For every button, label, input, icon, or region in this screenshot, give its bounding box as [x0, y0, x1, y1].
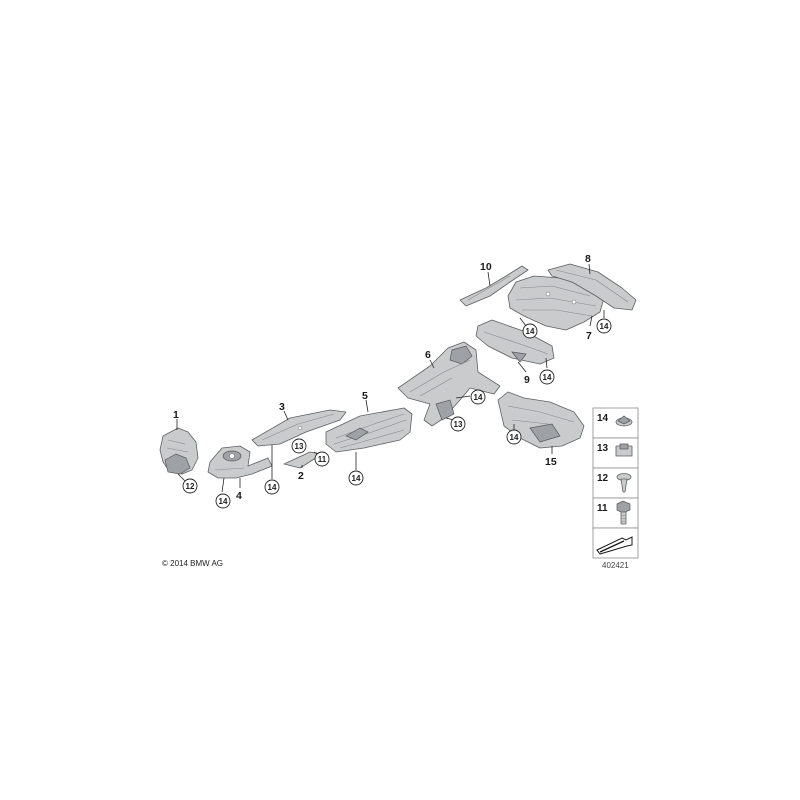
callout-14-part5: 14	[348, 470, 364, 486]
svg-text:14: 14	[219, 497, 228, 506]
part-label-8: 8	[585, 253, 591, 265]
part-label-9: 9	[524, 374, 530, 386]
callout-14-part4: 14	[215, 493, 231, 509]
svg-text:14: 14	[268, 483, 277, 492]
callout-14-part9b: 14	[539, 369, 555, 385]
part-5-heat-shield	[325, 407, 413, 453]
callout-14-part8: 14	[596, 318, 612, 334]
part-label-15: 15	[545, 456, 557, 468]
part-label-3: 3	[279, 401, 285, 413]
svg-text:14: 14	[526, 327, 535, 336]
legend-number-12: 12	[597, 473, 609, 484]
part-1-heat-shield	[159, 427, 199, 475]
callout-14-part15: 14	[506, 429, 522, 445]
hex-flange-bolt-icon	[616, 500, 631, 525]
part-label-4: 4	[236, 490, 242, 502]
svg-text:11: 11	[318, 455, 327, 464]
legend-number-11: 11	[597, 503, 608, 514]
svg-text:14: 14	[474, 393, 483, 402]
expanding-rivet-icon	[616, 473, 632, 493]
copyright-text: © 2014 BMW AG	[162, 559, 223, 568]
legend-number-14: 14	[597, 413, 609, 424]
callout-14-part9a: 14	[522, 323, 538, 339]
svg-text:14: 14	[352, 474, 361, 483]
legend-number-13: 13	[597, 443, 609, 454]
callout-14-part3: 14	[264, 479, 280, 495]
part-9-heat-shield	[475, 319, 555, 365]
part-3-heat-shield	[251, 409, 347, 447]
part-label-6: 6	[425, 349, 431, 361]
fastener-legend: 14 13 12 11	[592, 407, 639, 559]
spring-nut-icon	[615, 443, 633, 457]
part-label-1: 1	[173, 409, 179, 421]
part-7-heat-shield	[507, 275, 605, 331]
callout-13-part2: 13	[291, 438, 307, 454]
clip-nut-icon	[615, 415, 633, 427]
svg-text:14: 14	[600, 322, 609, 331]
callout-13-part6: 13	[450, 416, 466, 432]
part-label-5: 5	[362, 390, 368, 402]
svg-text:13: 13	[454, 420, 463, 429]
part-10-bracket	[459, 265, 529, 307]
part-label-2: 2	[298, 470, 304, 482]
svg-text:14: 14	[510, 433, 519, 442]
callout-12: 12	[182, 478, 198, 494]
part-label-7: 7	[586, 330, 592, 342]
callout-14-part6: 14	[470, 389, 486, 405]
svg-text:12: 12	[186, 482, 195, 491]
callout-11: 11	[314, 451, 330, 467]
part-label-10: 10	[480, 261, 492, 273]
part-4-heat-shield	[207, 445, 273, 479]
svg-text:14: 14	[543, 373, 552, 382]
diagram-number: 402421	[602, 561, 629, 570]
part-6-heat-shield	[397, 341, 501, 427]
part-8-bracket	[547, 263, 637, 311]
svg-text:13: 13	[295, 442, 304, 451]
direction-arrow-icon	[596, 536, 633, 555]
